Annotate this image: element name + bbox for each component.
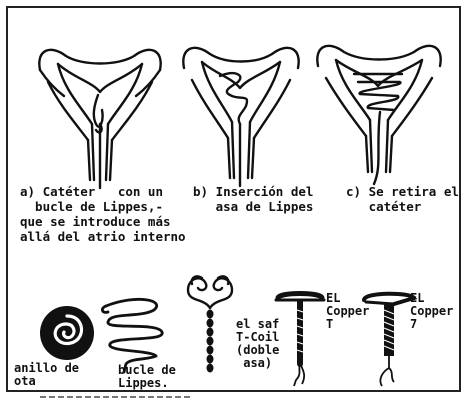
copper-t-icon bbox=[274, 291, 326, 387]
lippes-loop-icon bbox=[101, 298, 164, 374]
figure-frame bbox=[6, 6, 461, 392]
anillo-de-ota-icon bbox=[40, 306, 94, 360]
label-tcoil: el saf T-Coil (doble asa) bbox=[236, 317, 280, 370]
caption-c: c) Se retira el catéter bbox=[346, 184, 459, 214]
label-copper-t: EL Copper T bbox=[326, 291, 370, 331]
copper-7-icon bbox=[362, 291, 418, 387]
label-copper-7: EL Copper 7 bbox=[410, 291, 454, 331]
uterus-figure-c bbox=[316, 44, 442, 186]
label-anillo: anillo de ota bbox=[14, 361, 80, 388]
uterus-figure-a bbox=[38, 48, 162, 190]
t-coil-icon bbox=[186, 275, 234, 373]
bottom-dashed-line bbox=[40, 396, 190, 398]
caption-b: b) Inserción del asa de Lippes bbox=[193, 184, 314, 214]
caption-a: a) Catéter con un bucle de Lippes,- que … bbox=[20, 184, 186, 244]
label-bucle: bucle de Lippes. bbox=[118, 363, 176, 390]
uterus-figure-b bbox=[182, 46, 300, 188]
